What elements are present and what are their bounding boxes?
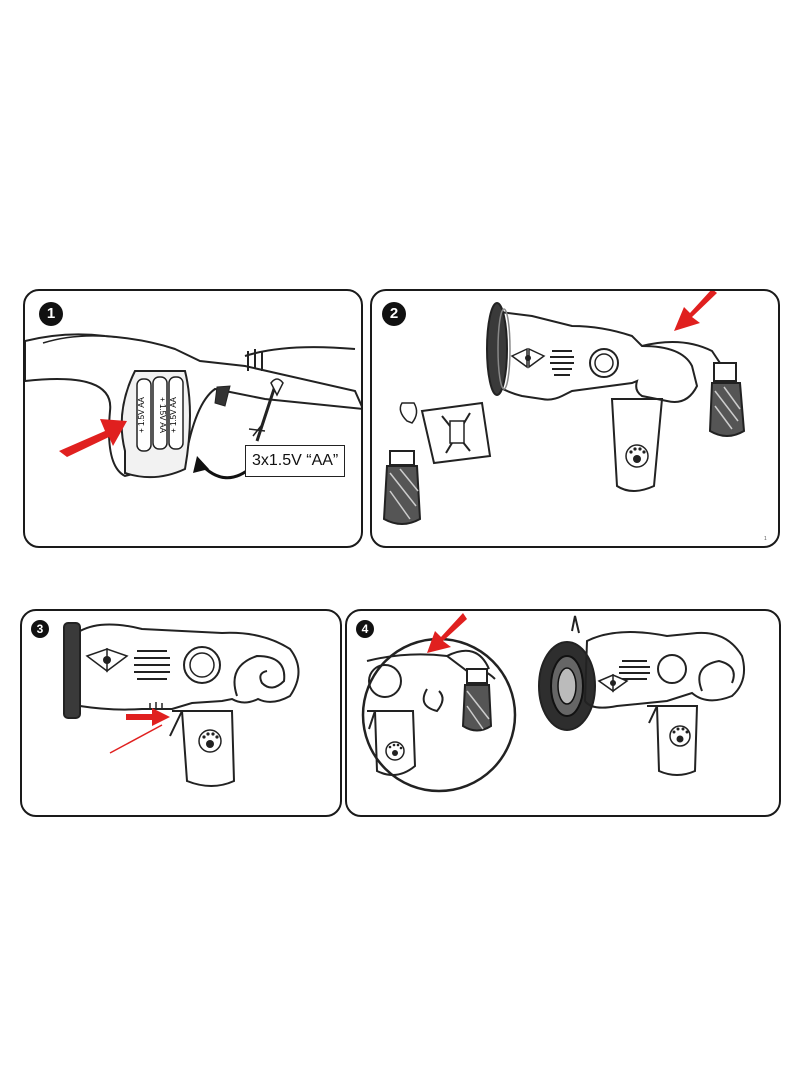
battery-cell-label: + 1.5V AA [158,397,167,433]
step-4-panel: 4 [345,609,781,817]
step-3-badge: 3 [31,620,49,638]
step-1-panel: 1 + 1.5V AA+ 1.5V AA+ [23,289,363,548]
battery-spec-label: 3x1.5V “AA” [245,445,346,477]
step-1-illustration: + 1.5V AA+ 1.5V AA+ 1.5V AA [25,333,361,480]
battery-cell-label: + 1.5V AA [169,396,178,432]
step-2-illustration [382,291,746,525]
step-2-panel: 2 [370,289,780,548]
paw-icon [198,729,222,753]
page-number: 1 [764,536,767,542]
step-2-badge: 2 [382,302,406,326]
battery-cell-label: + 1.5V AA [137,396,146,432]
bow-icon [85,647,129,673]
red-arrow-icon [674,291,717,331]
step-3-panel: 3 [20,609,342,817]
paw-icon [625,444,649,468]
paw-icon [669,725,691,747]
red-arrow-icon [427,613,467,653]
bow-icon [510,347,546,369]
step-1-badge: 1 [39,302,63,326]
red-arrow-icon [59,419,127,457]
battery-compartment [120,370,191,479]
paw-icon [385,741,405,761]
step-4-illustration [361,613,745,793]
step-4-badge: 4 [356,620,374,638]
screwdriver-icon [248,378,284,442]
bow-icon [597,673,629,693]
step-3-illustration [63,622,300,787]
red-arrow-icon [126,708,170,726]
